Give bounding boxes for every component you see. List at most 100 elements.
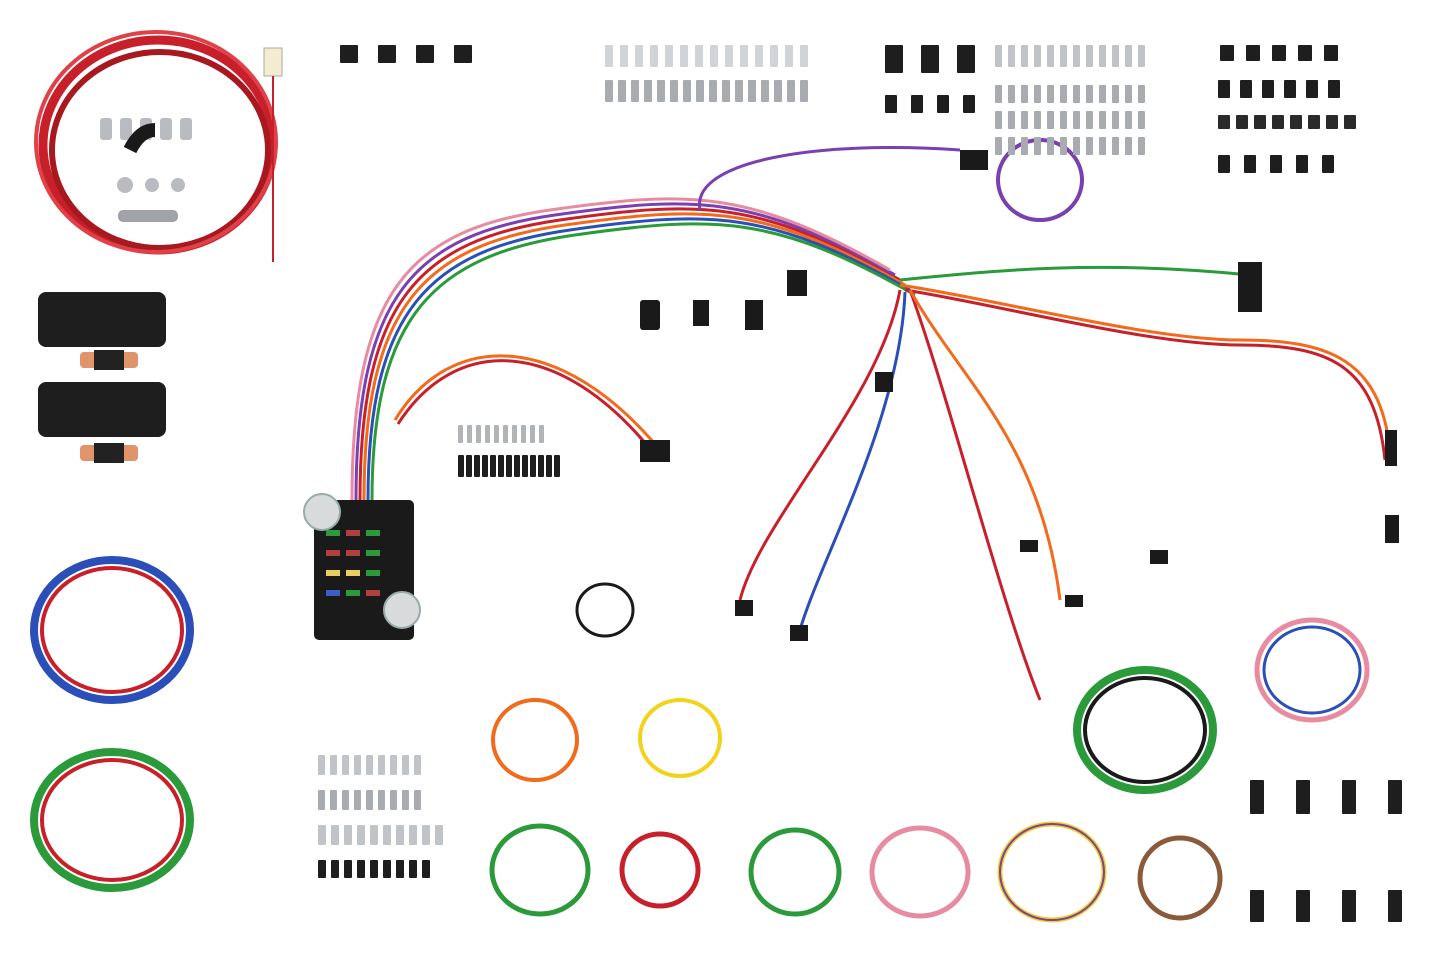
terminal (1296, 780, 1310, 814)
terminal (1244, 155, 1256, 173)
terminal (318, 790, 325, 810)
terminal (1086, 85, 1093, 103)
terminal (1218, 115, 1230, 129)
terminal (1112, 137, 1119, 155)
terminal (1326, 115, 1338, 129)
terminal (1138, 85, 1145, 103)
terminal (1047, 85, 1054, 103)
terminal (416, 45, 434, 63)
terminal (644, 80, 652, 102)
terminal (503, 425, 508, 443)
terminal (1008, 45, 1015, 67)
terminal (1073, 85, 1080, 103)
single-lead (263, 47, 283, 262)
terminal (1099, 45, 1106, 67)
terminal (1138, 45, 1145, 67)
terminal (1308, 115, 1320, 129)
terminal (995, 111, 1002, 129)
terminal (710, 45, 718, 67)
terminal (995, 137, 1002, 155)
terminal (1290, 115, 1302, 129)
terminal (1125, 111, 1132, 129)
terminal (490, 455, 496, 477)
terminal (383, 860, 391, 878)
terminal (1073, 111, 1080, 129)
terminal (1138, 137, 1145, 155)
terminal (657, 80, 665, 102)
terminal (435, 825, 443, 845)
terminal (770, 45, 778, 67)
terminal (318, 755, 325, 775)
terminal (1034, 137, 1041, 155)
terminal (1220, 45, 1234, 61)
connectors (640, 150, 1399, 641)
terminal (787, 80, 795, 102)
terminal (1250, 780, 1264, 814)
terminal (494, 425, 499, 443)
terminal (530, 455, 536, 477)
terminal (370, 860, 378, 878)
terminal (1218, 80, 1230, 98)
terminal (1342, 780, 1356, 814)
terminal (1021, 137, 1028, 155)
terminal (390, 755, 397, 775)
terminal (1034, 45, 1041, 67)
terminal (963, 95, 975, 113)
terminal (1034, 111, 1041, 129)
terminal (1272, 45, 1286, 61)
terminal (1138, 111, 1145, 129)
terminal (546, 455, 552, 477)
terminal (402, 790, 409, 810)
terminal (357, 825, 365, 845)
terminal (1086, 137, 1093, 155)
terminal (458, 425, 463, 443)
terminal (422, 825, 430, 845)
terminal (366, 790, 373, 810)
mega-fuse-holders (38, 292, 166, 463)
terminal (1322, 155, 1334, 173)
terminal (522, 455, 528, 477)
terminal (409, 825, 417, 845)
terminal (937, 95, 949, 113)
terminal (1047, 45, 1054, 67)
terminal (785, 45, 793, 67)
terminal (665, 45, 673, 67)
terminal (618, 80, 626, 102)
terminal (1125, 85, 1132, 103)
terminal (390, 790, 397, 810)
terminal (683, 80, 691, 102)
terminal (680, 45, 688, 67)
terminal (709, 80, 717, 102)
terminal (1086, 45, 1093, 67)
terminal (761, 80, 769, 102)
battery-terminals (100, 118, 192, 222)
terminal (885, 45, 903, 73)
terminal (530, 425, 535, 443)
terminal (1306, 80, 1318, 98)
terminal (1262, 80, 1274, 98)
terminal (458, 455, 464, 477)
terminal (409, 860, 417, 878)
terminal (1060, 137, 1067, 155)
terminal (331, 825, 339, 845)
terminal (911, 95, 923, 113)
terminal (725, 45, 733, 67)
terminal-sets (318, 45, 1402, 922)
terminal (1388, 890, 1402, 922)
terminal (1112, 111, 1119, 129)
terminal (514, 455, 520, 477)
terminal (344, 860, 352, 878)
terminal (366, 755, 373, 775)
terminal (331, 860, 339, 878)
terminal (1060, 45, 1067, 67)
terminal (650, 45, 658, 67)
terminal (1296, 890, 1310, 922)
terminal (1324, 45, 1338, 61)
terminal (378, 790, 385, 810)
terminal (1284, 80, 1296, 98)
terminal (1034, 85, 1041, 103)
terminal (1240, 80, 1252, 98)
terminal (1125, 45, 1132, 67)
terminal (340, 45, 358, 63)
